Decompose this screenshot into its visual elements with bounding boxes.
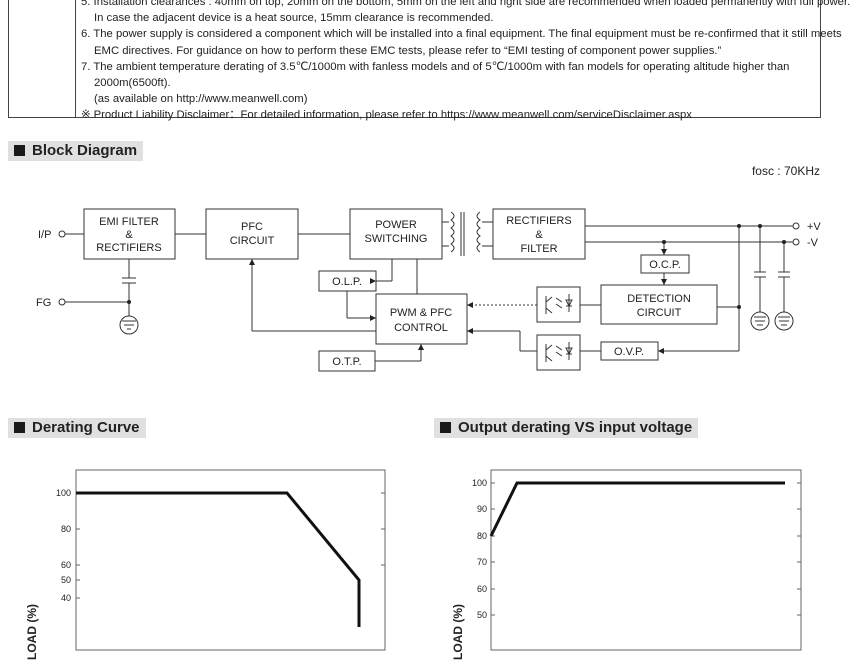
pwm-label-2: CONTROL [394, 322, 448, 334]
power-label-2: SWITCHING [365, 233, 428, 245]
otp-label: O.T.P. [332, 356, 361, 368]
section-square-icon [440, 422, 451, 433]
optocoupler-symbol-1 [545, 294, 573, 314]
output-plot-frame [490, 469, 802, 651]
emi-label-2: & [125, 229, 133, 241]
pfc-circuit-block [205, 208, 299, 260]
notes-divider [75, 0, 76, 117]
rectifiers-filter-block [492, 208, 586, 260]
pwm-label-1: PWM & PFC [390, 307, 452, 319]
ip-label: I/P [38, 229, 51, 241]
derating-ytick: 40 [61, 593, 71, 603]
pos-output-terminal [792, 222, 800, 230]
output-curve-line [489, 481, 785, 537]
neg-output-terminal [792, 238, 800, 246]
section-square-icon [14, 145, 25, 156]
block-diagram: I/P FG +V -V EMI FILTER & RECTIFIERS PFC… [36, 208, 821, 372]
rect-label-2: & [535, 229, 543, 241]
fosc-label: fosc : 70KHz [751, 164, 820, 178]
ground-symbol-out-2 [774, 311, 794, 331]
derating-curve-line [76, 491, 361, 627]
note-line: EMC directives. For guidance on how to p… [94, 44, 722, 57]
output-ytick: 100 [472, 478, 487, 488]
derating-ytick: 50 [61, 575, 71, 585]
pwm-pfc-block [375, 293, 468, 345]
rect-label-1: RECTIFIERS [506, 215, 571, 227]
derating-ytick: 60 [61, 560, 71, 570]
output-ytick: 80 [477, 531, 487, 541]
fg-terminal [58, 298, 66, 306]
output-ytick: 70 [477, 557, 487, 567]
derating-chart: 100 80 60 50 40 [56, 469, 386, 651]
output-vs-input-title-text: Output derating VS input voltage [458, 419, 693, 436]
transformer-primary [450, 211, 455, 253]
output-ylabel: LOAD (%) [451, 604, 465, 660]
det-label-2: CIRCUIT [637, 307, 682, 319]
emi-label-3: RECTIFIERS [96, 242, 161, 254]
optocoupler-symbol-2 [545, 342, 573, 362]
note-line: In case the adjacent device is a heat so… [94, 12, 494, 25]
output-ytick: 50 [477, 610, 487, 620]
ground-symbol [119, 315, 139, 335]
transformer-secondary [476, 211, 481, 253]
det-label-1: DETECTION [627, 293, 691, 305]
rect-label-3: FILTER [520, 243, 557, 255]
note-line: (as available on http://www.meanwell.com… [94, 93, 308, 106]
note-line: 6. The power supply is considered a comp… [81, 28, 842, 41]
output-ytick: 90 [477, 504, 487, 514]
ovp-label: O.V.P. [614, 346, 644, 358]
note-line: 5. Installation clearances : 40mm on top… [81, 0, 850, 8]
optocoupler-1 [536, 286, 581, 323]
derating-curve-title-text: Derating Curve [32, 419, 140, 436]
derating-curve-title: Derating Curve [8, 418, 146, 438]
note-line: 7. The ambient temperature derating of 3… [81, 60, 790, 73]
fg-label: FG [36, 297, 51, 309]
derating-ytick: 80 [61, 524, 71, 534]
output-vs-input-chart: 100 90 80 70 60 50 [472, 469, 802, 651]
note-line: 2000m(6500ft). [94, 77, 171, 90]
section-square-icon [14, 422, 25, 433]
notes-table: 5. Installation clearances : 40mm on top… [8, 0, 850, 121]
ip-terminal [58, 230, 66, 238]
power-label-1: POWER [375, 219, 417, 231]
output-vs-input-title: Output derating VS input voltage [434, 418, 699, 438]
derating-ytick: 100 [56, 488, 71, 498]
note-line: ※ Product Liability Disclaimer：For detai… [81, 109, 692, 122]
notes-list: 5. Installation clearances : 40mm on top… [81, 0, 850, 124]
block-diagram-title-text: Block Diagram [32, 142, 138, 159]
derating-ylabel: LOAD (%) [25, 604, 39, 660]
olp-label: O.L.P. [332, 276, 362, 288]
emi-label-1: EMI FILTER [99, 216, 159, 228]
neg-v-label: -V [807, 237, 819, 249]
pos-v-label: +V [807, 221, 821, 233]
ground-symbol-out-1 [750, 311, 770, 331]
pfc-label-2: CIRCUIT [230, 235, 275, 247]
pfc-label-1: PFC [241, 221, 263, 233]
block-diagram-title: Block Diagram [8, 141, 144, 161]
ocp-block [640, 254, 690, 274]
ocp-label: O.C.P. [649, 259, 681, 271]
optocoupler-2 [536, 334, 581, 371]
output-ytick: 60 [477, 584, 487, 594]
derating-plot-frame [75, 469, 386, 651]
